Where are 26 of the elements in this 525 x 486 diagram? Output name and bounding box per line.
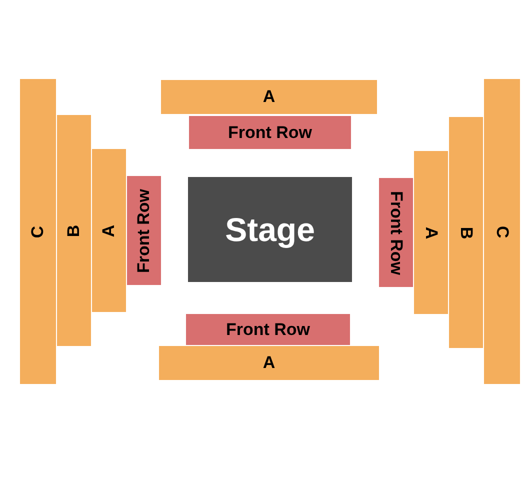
section-label: B	[456, 226, 476, 239]
section-label: A	[262, 87, 276, 107]
section-label: C	[28, 225, 48, 238]
seating-section	[92, 149, 126, 312]
front-row-section	[186, 314, 350, 345]
seating-section	[484, 79, 520, 384]
stage	[188, 177, 352, 282]
section-label: C	[492, 225, 512, 238]
section-label: A	[262, 353, 276, 373]
section-label: A	[421, 226, 441, 239]
section-label: A	[99, 224, 119, 237]
front-row-section	[189, 116, 351, 149]
front-row-section	[127, 176, 161, 285]
seating-section	[159, 346, 379, 380]
section-label: Front Row	[226, 320, 310, 340]
section-label: B	[64, 224, 84, 237]
seating-section	[20, 79, 56, 384]
seating-section	[161, 80, 377, 114]
seating-section	[449, 117, 483, 348]
section-label: Front Row	[228, 122, 312, 142]
seating-section	[414, 151, 448, 314]
section-label: Front Row	[386, 190, 406, 275]
stage-label: Stage	[225, 210, 315, 248]
section-label: Front Row	[134, 188, 154, 273]
seating-section	[57, 115, 91, 346]
front-row-section	[379, 178, 413, 287]
